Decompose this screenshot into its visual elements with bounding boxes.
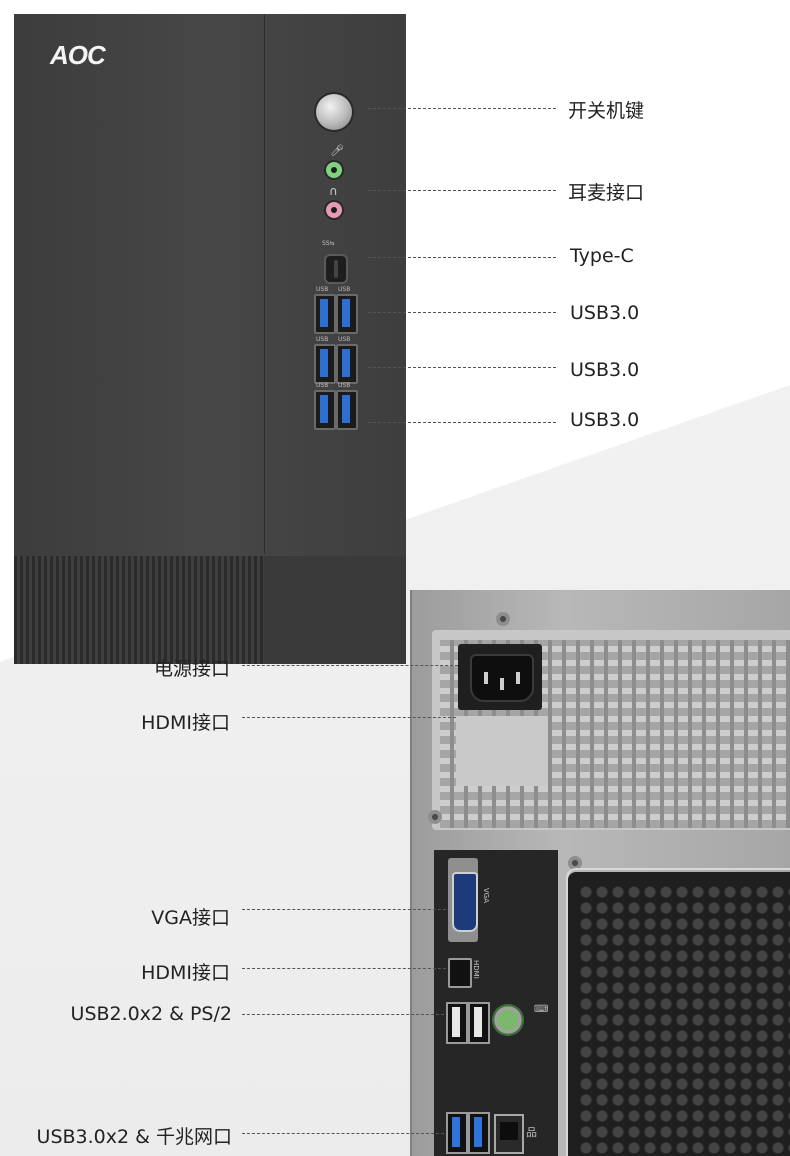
screw bbox=[496, 612, 510, 626]
front-usb-port bbox=[314, 344, 336, 384]
usb-mark: USB bbox=[338, 286, 351, 293]
microphone-icon: 🎤︎ bbox=[330, 144, 344, 157]
headphone-icon: ∩ bbox=[329, 184, 338, 198]
front-panel-seam bbox=[264, 14, 265, 554]
usb-mark: USB bbox=[338, 336, 351, 343]
vga-mark: VGA bbox=[482, 888, 490, 904]
label-vga: VGA接口 bbox=[151, 907, 230, 929]
side-vent-mesh bbox=[578, 884, 790, 1156]
back-usb3-port bbox=[446, 1112, 468, 1154]
front-usb-port bbox=[336, 390, 358, 430]
label-audio-jacks: 耳麦接口 bbox=[568, 182, 645, 204]
front-usb-port bbox=[336, 294, 358, 334]
power-button bbox=[316, 94, 352, 130]
front-usb-port bbox=[314, 294, 336, 334]
hdmi-mark: HDMI bbox=[472, 960, 480, 979]
superspeed-mark: SS⇆ bbox=[322, 240, 335, 247]
label-power-button: 开关机键 bbox=[568, 100, 645, 122]
label-typec: Type-C bbox=[570, 245, 634, 267]
side-panel-outline bbox=[566, 868, 790, 1156]
mic-jack bbox=[326, 162, 342, 178]
callout-line bbox=[368, 190, 556, 191]
usb-mark: USB bbox=[316, 336, 329, 343]
network-icon: 品 bbox=[526, 1126, 537, 1139]
ethernet-port bbox=[494, 1114, 524, 1154]
label-hdmi-lower: HDMI接口 bbox=[141, 962, 230, 984]
front-grille bbox=[14, 556, 264, 664]
power-inlet bbox=[470, 654, 534, 702]
label-usb3-lan: USB3.0x2 & 千兆网口 bbox=[36, 1126, 232, 1148]
psu-blank-plate bbox=[456, 716, 548, 786]
vga-port bbox=[452, 872, 478, 932]
hdmi-port bbox=[448, 958, 472, 988]
callout-line bbox=[242, 909, 446, 910]
label-usb2-ps2: USB2.0x2 & PS/2 bbox=[70, 1003, 232, 1025]
label-usb-row-2: USB3.0 bbox=[570, 359, 640, 381]
front-usb-port bbox=[336, 344, 358, 384]
usb-mark: USB bbox=[316, 286, 329, 293]
inlet-pin bbox=[484, 672, 488, 684]
callout-line bbox=[368, 108, 556, 109]
back-usb2-port bbox=[446, 1002, 468, 1044]
front-grille-right bbox=[264, 556, 406, 664]
callout-line bbox=[368, 422, 556, 423]
back-usb3-port bbox=[468, 1112, 490, 1154]
callout-line bbox=[242, 717, 456, 718]
back-usb2-port bbox=[468, 1002, 490, 1044]
front-usb-port bbox=[314, 390, 336, 430]
usb-mark: USB bbox=[338, 382, 351, 389]
keyboard-mouse-icon: ⌨ bbox=[534, 1004, 549, 1015]
typec-port bbox=[324, 254, 348, 284]
label-usb-row-3: USB3.0 bbox=[570, 409, 640, 431]
callout-line bbox=[368, 257, 556, 258]
usb-mark: USB bbox=[316, 382, 329, 389]
label-usb-row-1: USB3.0 bbox=[570, 302, 640, 324]
inlet-pin bbox=[500, 678, 504, 690]
callout-line bbox=[242, 665, 458, 666]
label-power-inlet: 电源接口 bbox=[153, 658, 230, 680]
callout-line bbox=[368, 312, 556, 313]
screw bbox=[428, 810, 442, 824]
brand-logo: AOC bbox=[50, 40, 106, 70]
callout-line bbox=[242, 1014, 444, 1015]
callout-line bbox=[368, 367, 556, 368]
headphone-jack bbox=[326, 202, 342, 218]
inlet-pin bbox=[516, 672, 520, 684]
ps2-port bbox=[492, 1004, 524, 1036]
callout-line bbox=[242, 968, 446, 969]
screw bbox=[568, 856, 582, 870]
callout-line bbox=[242, 1133, 444, 1134]
label-hdmi-upper: HDMI接口 bbox=[141, 712, 230, 734]
